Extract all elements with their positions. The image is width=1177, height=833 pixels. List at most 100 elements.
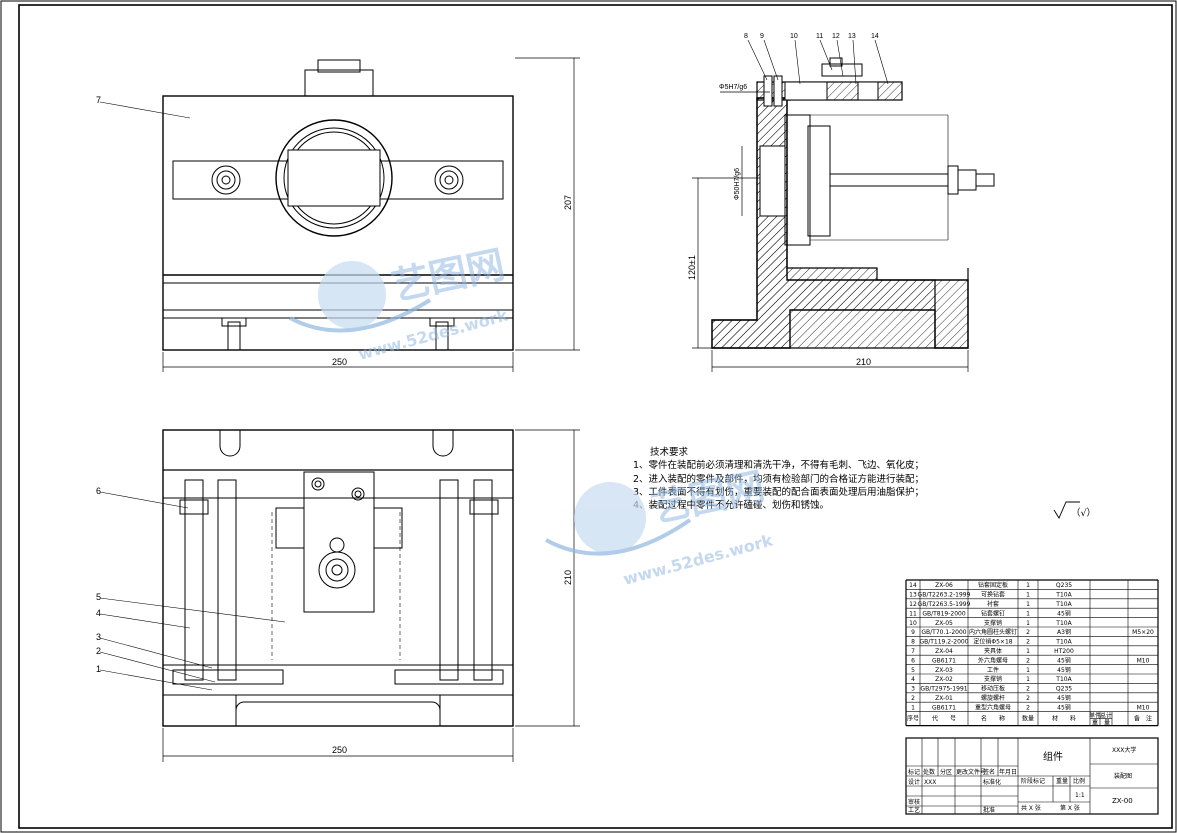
bom-row-no: 12 — [909, 601, 917, 608]
bom-row-no: 11 — [909, 610, 917, 617]
bom-header-weight: 重 量 — [1092, 719, 1110, 727]
bom-row-material: 45钢 — [1057, 656, 1071, 664]
bom-row-name: 支撑销 — [984, 619, 1002, 627]
front-width-dim: 250 — [332, 357, 347, 367]
bom-row-no: 8 — [911, 639, 915, 646]
title-block-signature: 签名 — [983, 768, 995, 776]
bom-row-qty: 1 — [1026, 676, 1030, 683]
bom-row-code: GB/T819-2000 — [922, 610, 966, 617]
bom-row-code: GB/T70.1-2000 — [921, 629, 966, 636]
svg-text:www.52des.work: www.52des.work — [621, 531, 775, 589]
bom-header-note: 备 注 — [1134, 715, 1152, 723]
tech-req-1: 1、零件在装配前必须清理和清洗干净，不得有毛刺、飞边、氧化皮； — [633, 459, 924, 471]
side-width-dim: 210 — [856, 357, 871, 367]
bom-row-code: ZX-06 — [935, 582, 953, 589]
bom-row-material: 45钢 — [1057, 666, 1071, 674]
bom-row-qty: 1 — [1026, 667, 1030, 674]
bom-row-name: 定位销Φ5×18 — [973, 638, 1012, 646]
inner-border — [18, 4, 1173, 829]
top-width-dim: 250 — [332, 745, 347, 755]
bom-row-qty: 2 — [1026, 639, 1030, 646]
tech-req-title: 技术要求 — [650, 446, 689, 458]
bom-row-qty: 2 — [1026, 695, 1030, 702]
bom-row-qty: 1 — [1026, 582, 1030, 589]
balloon-1: 1 — [96, 664, 101, 674]
bom-row-qty: 2 — [1026, 704, 1030, 711]
title-block-standard: 标准化 — [983, 778, 1001, 786]
bom-row-material: HT200 — [1054, 648, 1074, 655]
top-leaders — [99, 491, 286, 691]
title-block — [905, 737, 1159, 815]
bom-row-no: 14 — [909, 582, 917, 589]
bom-row-qty: 2 — [1026, 629, 1030, 636]
title-block-date: 年月日 — [999, 768, 1017, 776]
title-block-weight: 重量 — [1056, 777, 1068, 785]
title-block-design: 设计 — [908, 778, 920, 786]
balloon-4: 4 — [96, 608, 101, 618]
tech-req-2: 2、进入装配的零件及部件，均须有检验部门的合格证方能进行装配； — [633, 473, 924, 485]
title-block-title: 组件 — [1043, 750, 1063, 763]
title-block-mark: 标记 — [908, 768, 920, 776]
bom-row-no: 4 — [911, 676, 915, 683]
bom-row-no: 10 — [909, 620, 917, 627]
title-block-drawing-no: ZX-00 — [1112, 797, 1133, 805]
side-view — [711, 57, 995, 349]
title-block-zone: 分区 — [940, 768, 952, 776]
bom-row-no: 3 — [911, 686, 915, 693]
bom-row-code: ZX-01 — [935, 695, 953, 702]
bom-header-material: 材 料 — [1052, 715, 1076, 723]
top-dimensions — [162, 429, 580, 762]
bom-row-code: ZX-05 — [935, 620, 953, 627]
bom-row-name: 螺旋螺杆 — [981, 694, 1005, 702]
bom-row-name: 内六角圆柱头螺钉 — [969, 628, 1017, 636]
bom-row-qty: 2 — [1026, 686, 1030, 693]
bom-row-name: 衬套 — [987, 600, 999, 608]
bom-header-no: 序号 — [907, 715, 919, 723]
title-block-drawing-name: 装配图 — [1114, 772, 1132, 780]
title-block-school: XXX大学 — [1112, 746, 1136, 754]
balloon-14: 14 — [871, 33, 879, 40]
balloon-12: 12 — [832, 33, 840, 40]
balloon-2: 2 — [96, 646, 101, 656]
title-block-stage: 阶段标记 — [1021, 777, 1045, 785]
bom-row-code: GB6171 — [932, 657, 956, 664]
balloon-3: 3 — [96, 632, 101, 642]
bom-row-qty: 1 — [1026, 610, 1030, 617]
bom-row-code: ZX-03 — [935, 667, 953, 674]
tech-req-3: 3、工件表面不得有划伤，重要装配的配合面表面处理后用油脂保护； — [633, 486, 924, 498]
side-height-dim: 120±1 — [687, 255, 697, 280]
bom-row-material: 45钢 — [1057, 609, 1071, 617]
bom-row-material: T10A — [1055, 676, 1072, 683]
bom-header-code: 代 号 — [932, 715, 956, 723]
side-fit-bore: Φ50H7/g6 — [734, 168, 741, 200]
bom-table — [905, 579, 1159, 727]
watermark-logo-1: 艺图网 www.52des.work — [289, 242, 510, 364]
title-block-process: 工艺 — [908, 806, 920, 814]
bom-row-name: 外六角螺母 — [978, 656, 1008, 664]
bom-header-total-weight: 总计 — [1100, 712, 1112, 720]
balloon-11: 11 — [816, 33, 823, 40]
bom-row-name: 钻套固定板 — [978, 581, 1008, 589]
title-block-count: 处数 — [923, 768, 935, 776]
title-block-change-doc: 更改文件号 — [956, 768, 986, 776]
bom-row-note: M10 — [1137, 657, 1150, 664]
bom-row-name: 重型六角螺母 — [975, 703, 1011, 711]
bom-row-no: 5 — [911, 667, 915, 674]
bom-row-no: 2 — [911, 695, 915, 702]
bom-row-name: 可换钻套 — [981, 591, 1005, 599]
bom-row-no: 9 — [911, 629, 915, 636]
bom-row-name: 移动压板 — [981, 685, 1005, 693]
bom-row-material: A3钢 — [1057, 628, 1071, 636]
bom-row-code: GB/T119.2-2000 — [919, 639, 968, 646]
balloon-6: 6 — [96, 486, 101, 496]
bom-row-code: GB/T2975-1991 — [920, 686, 967, 693]
roughness-text: （√） — [1071, 507, 1096, 519]
bom-row-code: GB6171 — [932, 704, 956, 711]
bom-row-note: M5×20 — [1132, 629, 1154, 636]
bom-row-name: 钻套螺钉 — [981, 609, 1005, 617]
bom-row-no: 7 — [911, 648, 915, 655]
bom-row-material: T10A — [1055, 620, 1072, 627]
bom-row-no: 13 — [909, 592, 917, 599]
